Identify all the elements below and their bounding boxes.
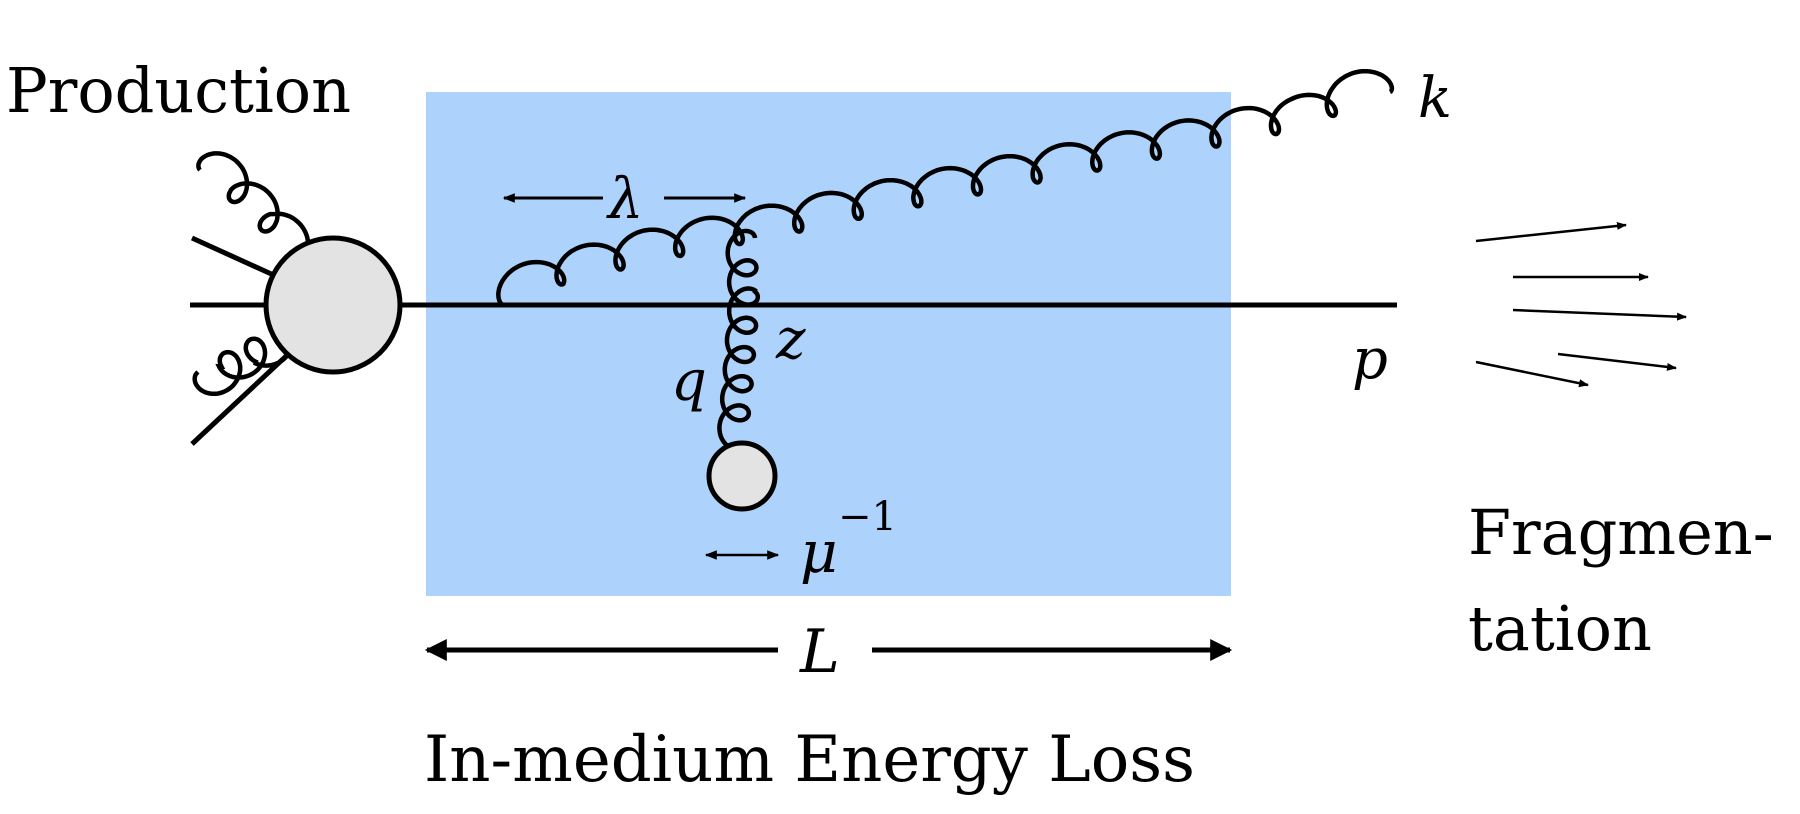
hadron-arrow xyxy=(1557,352,1677,371)
production-vertex xyxy=(263,235,403,375)
hadron-arrow xyxy=(1475,360,1589,388)
hadron-arrow xyxy=(1512,308,1687,321)
symbol-mu-exponent: −1 xyxy=(838,494,897,540)
production-gluon-upper xyxy=(196,151,311,267)
symbol-z: z xyxy=(775,307,806,372)
production-gluon-lower xyxy=(192,327,295,397)
scattering-center xyxy=(706,440,778,512)
radiated-gluon xyxy=(496,68,1395,308)
fragmentation-label-line2: tation xyxy=(1468,592,1652,665)
hadron-arrow xyxy=(1475,221,1627,243)
symbol-q: q xyxy=(671,349,707,414)
symbol-lambda: λ xyxy=(606,167,644,232)
symbol-k: k xyxy=(1418,66,1452,131)
production-label: Production xyxy=(6,54,352,127)
in-medium-energy-loss-label: In-medium Energy Loss xyxy=(424,723,1195,797)
symbol-mu: μ xyxy=(800,518,838,586)
exchanged-gluon xyxy=(717,228,761,452)
symbol-L: L xyxy=(799,617,840,687)
medium-region xyxy=(426,92,1231,596)
symbol-p: p xyxy=(1352,327,1388,392)
fragmentation-label-line1: Fragmen- xyxy=(1468,496,1774,569)
